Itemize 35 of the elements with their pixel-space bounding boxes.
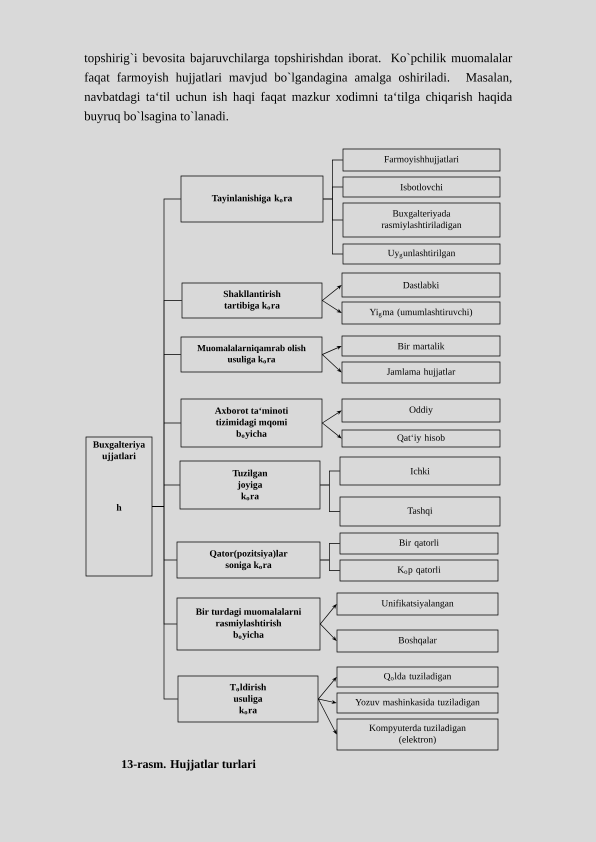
type-box: Ichki (340, 456, 500, 486)
arrow (318, 698, 337, 734)
type-box: Oddiy (342, 398, 500, 422)
figure-caption: 13-rasm. Hujjatlar turlari (122, 760, 256, 771)
bracket-line (320, 484, 340, 512)
category-box: Tayinlanishiga k$_{o}$ra (180, 176, 324, 222)
bracket-line (323, 198, 343, 254)
bracket-line (320, 560, 340, 571)
category-box: Muomalalarniqamrab olish usuliga k$_{o}$ra (180, 336, 322, 372)
type-box: Q$_{o}$lda tuziladigan (336, 666, 498, 688)
category-box: Axborot ta‘minoti tizimidagi mqomi b$_{o}$yicha (180, 398, 322, 448)
type-box: Jamlama hujjatlar (342, 362, 500, 384)
type-box: Dastlabki (342, 272, 500, 298)
type-box: Yi$_{g}$ma (umumlashtiruvchi) (342, 302, 500, 324)
type-box: Boshqalar (336, 630, 498, 652)
body-text: topshirig`i bevosita bajaruvchilarga topshirishdan iborat. Ko`pchilik muomalalar faqat farmoyish hujjatlari mavjud bo`lgandagina amalga oshiriladi. Masalan, navbatdagi ta‘til uchun ish haqi faqat mazkur xodimni ta‘tilga chiqarish haqida buyruq bo`lsagina to`lanadi. (84, 53, 512, 124)
type-box: Yozuv mashinkasida tuziladigan (336, 692, 498, 714)
category-box: Bir turdagi muomalalarni rasmiylashtirish b$_{o}$yicha (176, 598, 320, 650)
type-box: Farmoyishhujjatlari (342, 148, 500, 172)
category-box: Qator(pozitsiya)lar soniga k$_{o}$ra (176, 542, 320, 578)
type-box: Bir qatorli (340, 532, 498, 554)
connector-line (152, 506, 178, 700)
type-box: Kompyuterda tuziladigan (elektron) (336, 718, 498, 750)
type-box: Qat‘iy hisob (342, 430, 500, 448)
type-box: Isbotlovchi (342, 176, 500, 198)
type-box: Bir martalik (342, 336, 500, 356)
root-box: Buxgalteriya ujjatlari h (86, 436, 152, 576)
category-box: Shakllantirish tartibiga k$_{o}$ra (182, 282, 322, 318)
type-box: Unifikatsiyalangan (336, 592, 498, 616)
type-box: Uy$_{g}$unlashtirilgan (342, 244, 500, 264)
category-box: Tuzilgan joyiga k$_{o}$ra (180, 460, 320, 510)
type-box: Tashqi (340, 496, 500, 526)
type-box: Buxgalteriyada rasmiylashtiriladigan (342, 202, 500, 238)
category-box: T$_{o}$ldirish usuliga k$_{o}$ra (178, 676, 318, 722)
type-box: K$_{o}$p qatorli (340, 560, 498, 582)
